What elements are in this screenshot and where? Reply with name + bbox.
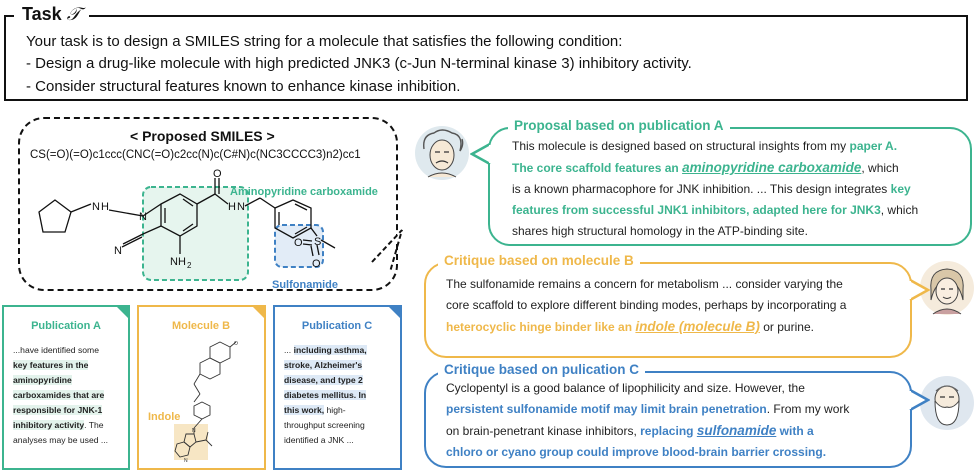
molecule-b-atom-n: N: [184, 458, 188, 464]
task-symbol: 𝒯: [66, 4, 81, 25]
molecule-b-atom-nh: N: [192, 428, 196, 434]
critique-c-text: Cyclopentyl is a good balance of lipophi…: [446, 381, 850, 459]
critique-c-title: Critique based on pulication C: [438, 362, 646, 377]
publication-a-text: ...have identified some key features in …: [13, 345, 109, 445]
proposed-smiles-title: < Proposed SMILES >: [130, 128, 275, 144]
atom-amide-n: N: [237, 201, 245, 213]
atom-nh-h: H: [101, 201, 109, 213]
proposal-speech-box: [488, 127, 972, 246]
atom-nitrile-n: N: [114, 245, 122, 257]
atom-amine-sub: 2: [187, 261, 192, 270]
proposal-speech-tail: [470, 142, 494, 166]
old-man-avatar: [920, 376, 974, 430]
molecule-b-atom-o: O: [234, 341, 238, 347]
critique-c-speech-box: [424, 371, 912, 468]
critique-b-speech-box: [424, 262, 912, 358]
atom-nh-n: N: [92, 201, 100, 213]
publication-a-corner: [115, 305, 130, 320]
einstein-avatar: [415, 126, 469, 180]
atom-sulfur: S: [314, 236, 321, 248]
atom-sulfonyl-o2: O: [312, 258, 321, 270]
critique-b-text: The sulfonamide remains a concern for me…: [446, 277, 847, 334]
smiles-string: CS(=O)(=O)c1ccc(CNC(=O)c2cc(N)c(C#N)c(NC…: [30, 149, 361, 161]
atom-carbonyl-o: O: [213, 168, 222, 180]
critique-c-speech-tail: [906, 388, 930, 412]
proposal-title: Proposal based on publication A: [508, 118, 730, 133]
publication-c-title: Publication C: [301, 320, 373, 332]
molecule-b-title: Molecule B: [171, 320, 231, 332]
atom-sulfonyl-o1: O: [294, 237, 303, 249]
publication-c-card: [273, 305, 402, 470]
publication-c-text: ... including asthma, stroke, Alzheimer'…: [284, 345, 367, 445]
publication-c-corner: [387, 305, 402, 320]
task-line-3: - Consider structural features known to …: [26, 78, 461, 95]
indole-highlight: [174, 424, 208, 460]
task-box: [4, 15, 968, 101]
publication-a-title: Publication A: [31, 320, 101, 332]
task-title: Task 𝒯: [14, 4, 89, 25]
atom-amine: NH: [170, 256, 186, 268]
atom-amide-h: H: [228, 201, 236, 213]
task-line-1: Your task is to design a SMILES string f…: [26, 33, 623, 50]
critique-b-title: Critique based on molecule B: [438, 253, 640, 268]
sulfonamide-highlight: [274, 224, 324, 268]
molecule-b-corner: [251, 305, 266, 320]
indole-label: Indole: [148, 411, 181, 423]
critique-b-speech-tail: [906, 278, 930, 302]
molecule-b-structure: O N N: [174, 341, 238, 464]
proposed-smiles-bubble: [18, 117, 398, 291]
proposal-text: This molecule is designed based on struc…: [512, 139, 919, 238]
publication-a-card: [2, 305, 130, 470]
atom-pyridine-n: N: [139, 211, 147, 223]
task-line-2: - Design a drug-like molecule with high …: [26, 55, 692, 72]
aminopyridine-carboxamide-label: Aminopyridine carboxamide: [230, 186, 378, 198]
bubble-tail: [371, 229, 403, 273]
woman-avatar: [920, 261, 974, 315]
sulfonamide-label: Sulfonamide: [272, 279, 339, 291]
proposed-molecule-structure: N H N N NH 2 O H N S O O: [38, 168, 336, 281]
